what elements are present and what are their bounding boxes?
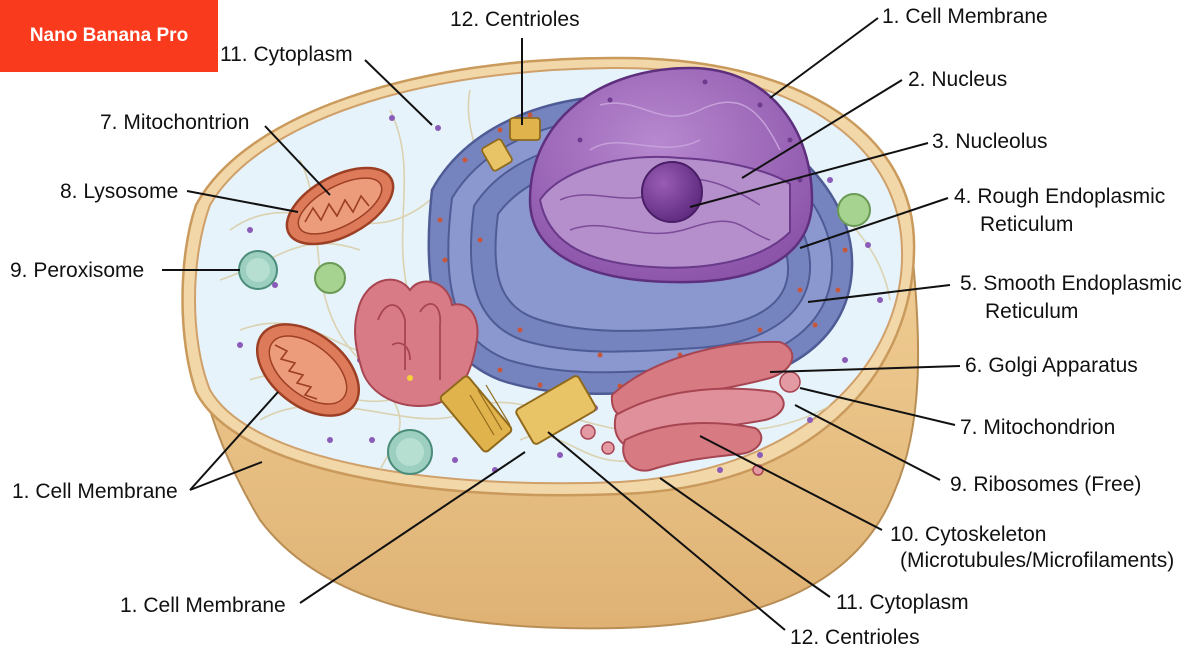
label-cell-membrane-bottom: 1. Cell Membrane [120, 594, 286, 617]
vesicle-green-right [837, 193, 871, 227]
label-cytoplasm-top: 11. Cytoplasm [220, 43, 353, 66]
label-mitochondrion-left: 7. Mitochontrion [100, 111, 249, 134]
label-smooth-er-line2: Reticulum [985, 300, 1078, 323]
label-cytoplasm-bottom: 11. Cytoplasm [836, 591, 969, 614]
label-centrioles-bottom: 12. Centrioles [790, 626, 920, 649]
label-centrioles-top: 12. Centrioles [450, 8, 580, 31]
vesicle-green-left [314, 262, 346, 294]
label-lysosome: 8. Lysosome [60, 180, 178, 203]
label-nucleus: 2. Nucleus [908, 68, 1007, 91]
centrioles-upper [481, 117, 541, 172]
vesicle-teal-bottom [387, 429, 433, 475]
nucleus [528, 66, 814, 284]
labels: 1. Cell Membrane 2. Nucleus 3. Nucleolus… [10, 5, 1182, 649]
label-golgi: 6. Golgi Apparatus [965, 354, 1138, 377]
label-cell-membrane-top: 1. Cell Membrane [882, 5, 1048, 28]
leader-lines [162, 17, 961, 631]
brand-badge: Nano Banana Pro [0, 0, 218, 72]
label-smooth-er-line1: 5. Smooth Endoplasmic [960, 272, 1182, 295]
label-ribosomes: 9. Ribosomes (Free) [950, 473, 1141, 496]
mitochondrion-lower [255, 323, 361, 417]
label-mitochondrion-right: 7. Mitochondrion [960, 416, 1115, 439]
centrioles-lower [439, 375, 597, 453]
label-nucleolus: 3. Nucleolus [932, 130, 1048, 153]
label-peroxisome: 9. Peroxisome [10, 259, 144, 282]
label-cytoskeleton-line2: (Microtubules/Microfilaments) [900, 549, 1174, 572]
label-cell-membrane-left: 1. Cell Membrane [12, 480, 178, 503]
mitochondrion-upper [285, 166, 395, 246]
pink-folded-organelle [354, 278, 479, 407]
nucleolus [641, 161, 703, 223]
label-rough-er-line1: 4. Rough Endoplasmic [954, 185, 1165, 208]
golgi-apparatus [580, 340, 801, 476]
peroxisome [238, 250, 278, 290]
label-rough-er-line2: Reticulum [980, 213, 1073, 236]
label-cytoskeleton-line1: 10. Cytoskeleton [890, 523, 1046, 546]
